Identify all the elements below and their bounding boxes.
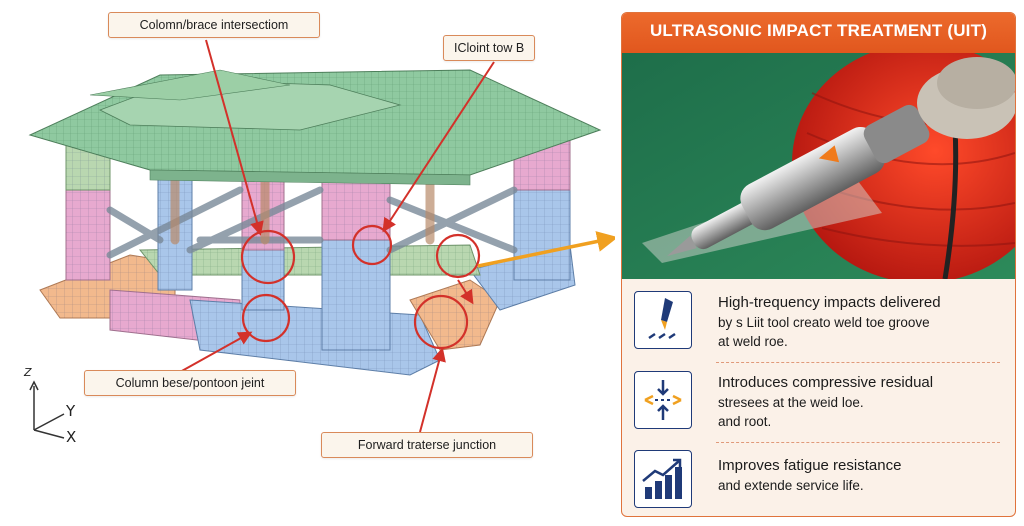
highlight-joint-b [351,224,393,266]
item-1-line-3: at weld roe. [718,334,788,349]
axis-triad: Z Y X [20,366,90,448]
item-1-line-2: by s Liit tool creato weld toe groove [718,315,930,330]
axis-arrows-icon [29,380,65,439]
arrow-joint-b [382,61,495,233]
divider-1 [716,362,1000,363]
fe-model-illustration [28,39,615,433]
deck [28,69,602,186]
arrow-column-base [179,331,253,373]
panel-title: ULTRASONIC IMPACT TREATMENT (UIT) [622,13,1015,53]
highlight-column-base [241,293,291,343]
axis-label-z: Z [24,366,32,379]
arrow-forward [419,347,446,433]
bar-chart-trend-icon [634,450,692,508]
benefit-item-2: Introduces compressive residual stresees… [634,371,1004,433]
item-2-line-1: Introduces compressive residual [718,374,934,391]
arrow-small [457,279,474,305]
item-3-line-1: Improves fatigue resistance [718,457,902,474]
uit-tool-image [622,53,1015,279]
tool-tip-icon [634,291,692,349]
axis-label-x: X [66,428,77,446]
highlight-uit-location [435,233,481,279]
item-2-line-2: stresees at the weid loe. [718,395,864,410]
callout-joint-b: ICloint tow B [443,35,536,61]
benefit-item-1: High-trequency impacts delivered by s Li… [634,291,1004,353]
pointer-to-uit-photo [477,231,615,268]
axis-label-y: Y [66,402,76,420]
highlight-column-brace [240,229,296,285]
callout-column-brace-intersection: Colomn/brace intersectiom [108,12,320,38]
uit-panel: ULTRASONIC IMPACT TREATMENT (UIT) [621,12,1016,517]
benefit-item-3: Improves fatigue resistance and extende … [634,450,1004,512]
item-2-line-3: and root. [718,414,772,429]
pontoon-ring [39,244,576,376]
divider-2 [716,442,1000,443]
item-3-line-2: and extende service life. [718,478,864,493]
callout-column-base-pontoon-joint: Column bese/pontoon jeint [84,370,296,396]
item-1-line-1: High-trequency impacts delivered [718,294,941,311]
arrow-column-brace [205,39,264,236]
compression-arrows-icon [634,371,692,429]
callout-forward-transverse-junction: Forward traterse junction [321,432,533,458]
uit-tool-photo [622,53,1015,279]
